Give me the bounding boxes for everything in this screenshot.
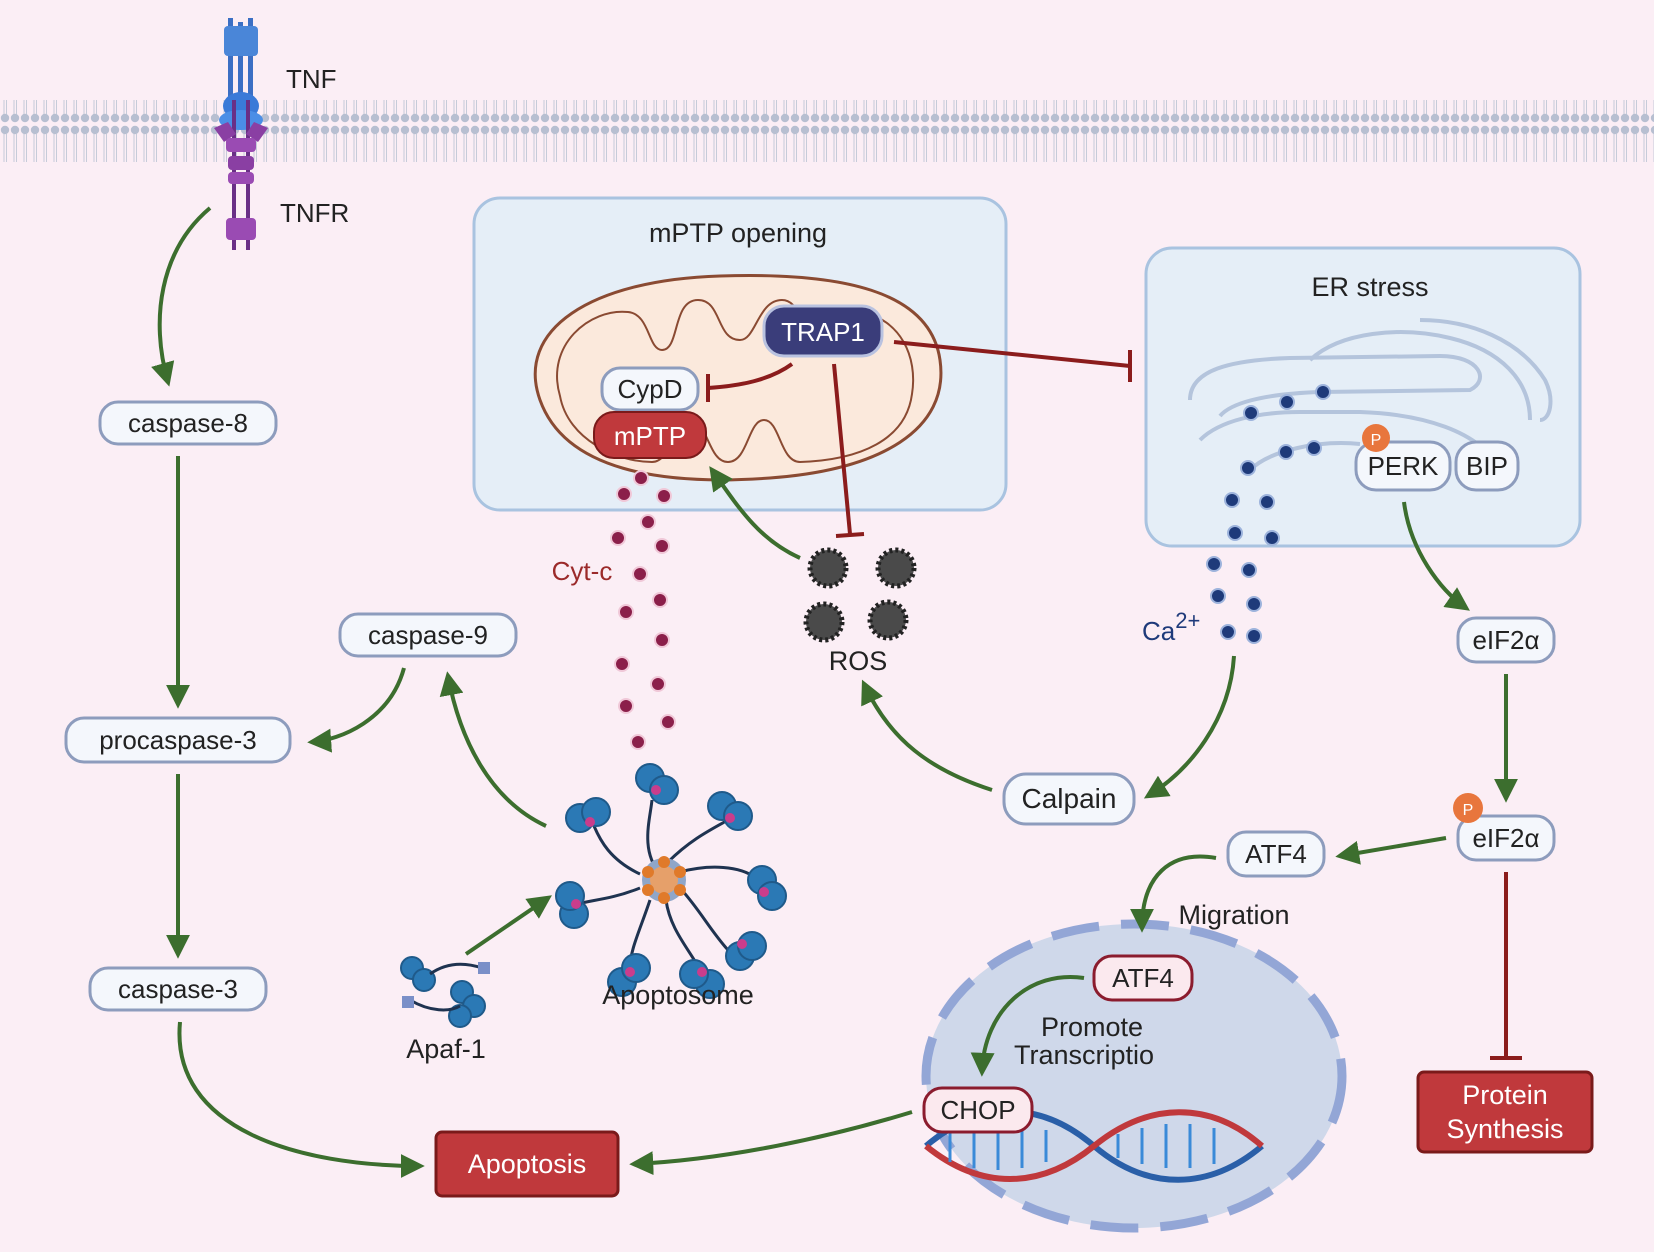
- inhibit-trap1-to-er: [893, 340, 1131, 368]
- cypd-node: CypD: [600, 366, 700, 412]
- trap1-node: TRAP1: [762, 304, 884, 358]
- calpain-label: Calpain: [1022, 783, 1117, 814]
- promote-line2: Transcriptio: [1014, 1040, 1154, 1070]
- caspase-3-label: caspase-3: [118, 974, 238, 1004]
- eif2a-p-node: eIF2α: [1456, 814, 1556, 862]
- arrow-apaf1-to-apoptosome: [464, 895, 552, 956]
- cell-membrane: [0, 100, 1654, 162]
- caspase-9-label: caspase-9: [368, 620, 488, 650]
- protein-synthesis-box: Protein Synthesis: [1416, 1070, 1594, 1154]
- protein-line2: Synthesis: [1446, 1114, 1563, 1144]
- er-stress-panel: ER stress PERK P BIP: [1144, 246, 1582, 548]
- arrow-chop-to-apoptosis: [629, 1110, 913, 1176]
- apoptosome-icon: [555, 763, 787, 999]
- apaf1-label: Apaf-1: [406, 1034, 486, 1064]
- atf4-nucleus-node: ATF4: [1092, 954, 1194, 1002]
- arrow-tnfr-to-caspase8: [151, 206, 212, 387]
- caspase-3-node: caspase-3: [88, 966, 268, 1012]
- chop-label: CHOP: [940, 1095, 1015, 1125]
- atf4-nucleus-label: ATF4: [1112, 963, 1174, 993]
- eif2a-p-label: eIF2α: [1472, 823, 1539, 853]
- tnf-label: TNF: [286, 64, 337, 94]
- chop-node: CHOP: [922, 1086, 1034, 1134]
- er-panel-title: ER stress: [1311, 272, 1428, 302]
- arrow-atf4-to-chop: [970, 975, 1085, 1077]
- ros-icon: [803, 547, 917, 643]
- promote-line1: Promote: [1041, 1012, 1143, 1042]
- atf4-cytoplasm-label: ATF4: [1245, 839, 1307, 869]
- arrow-apoptosome-to-caspase9: [439, 671, 547, 828]
- perk-phospho-icon: P: [1362, 424, 1390, 452]
- perk-phospho-label: P: [1371, 432, 1382, 449]
- arrow-peif2a-to-atf4: [1335, 836, 1447, 865]
- calpain-node: Calpain: [1002, 772, 1136, 826]
- caspase-8-label: caspase-8: [128, 408, 248, 438]
- inhibition-lines: [706, 340, 1522, 1060]
- apoptosis-box: Apoptosis: [434, 1130, 620, 1198]
- arrow-perk-to-eif2a: [1402, 501, 1470, 611]
- cypd-label: CypD: [617, 374, 682, 404]
- calcium-base: Ca: [1142, 616, 1176, 646]
- trap1-label: TRAP1: [781, 317, 865, 347]
- tnfr-label: TNFR: [280, 198, 349, 228]
- atf4-cytoplasm-node: ATF4: [1226, 830, 1326, 878]
- mptp-panel-title: mPTP opening: [649, 218, 827, 248]
- arrow-ros-to-mptp: [709, 466, 801, 560]
- calcium-dots-er: [1240, 384, 1331, 476]
- apaf1-icon: [400, 956, 490, 1028]
- mptp-node: mPTP: [593, 411, 707, 459]
- ros-label: ROS: [829, 646, 888, 676]
- arrow-caspase9-to-procaspase3: [307, 667, 406, 753]
- bip-node: BIP: [1454, 440, 1520, 492]
- inhibit-bar-ros: [835, 532, 865, 538]
- eif2a-phospho-label: P: [1463, 802, 1474, 819]
- calcium-charge: 2+: [1175, 608, 1200, 633]
- procaspase-3-node: procaspase-3: [64, 716, 292, 764]
- procaspase-3-label: procaspase-3: [99, 725, 257, 755]
- arrow-atf4-to-nucleus: [1130, 854, 1217, 933]
- cyt-c-dots: [610, 470, 676, 750]
- eif2a-phospho-icon: P: [1453, 793, 1483, 823]
- calcium-label: Ca2+: [1142, 608, 1200, 646]
- migration-label: Migration: [1178, 900, 1289, 930]
- inhibit-trap1-to-cypd: [707, 362, 794, 390]
- apoptosis-label: Apoptosis: [468, 1149, 587, 1179]
- inhibit-trap1-to-ros: [832, 363, 852, 535]
- perk-label: PERK: [1368, 451, 1439, 481]
- arrow-caspase3-to-apoptosis: [177, 1021, 425, 1178]
- apoptosome-label: Apoptosome: [602, 980, 754, 1010]
- caspase-9-node: caspase-9: [338, 612, 518, 658]
- cyt-c-label: Cyt-c: [552, 556, 613, 586]
- tnf-receptor-icon: [214, 18, 268, 250]
- eif2a-node: eIF2α: [1456, 616, 1556, 664]
- mitochondrion-icon: [533, 274, 943, 482]
- arrow-calcium-to-calpain: [1143, 655, 1236, 799]
- mptp-panel: mPTP opening TRAP1 CypD mPTP: [472, 196, 1008, 512]
- activation-arrows: [151, 206, 1518, 1178]
- arrow-calpain-to-ros: [861, 679, 993, 792]
- mptp-label: mPTP: [614, 421, 686, 451]
- perk-node: PERK: [1354, 440, 1452, 492]
- bip-label: BIP: [1466, 451, 1508, 481]
- protein-line1: Protein: [1462, 1080, 1548, 1110]
- eif2a-label: eIF2α: [1472, 625, 1539, 655]
- caspase-8-node: caspase-8: [98, 400, 278, 446]
- calcium-release-dots: [1206, 492, 1280, 644]
